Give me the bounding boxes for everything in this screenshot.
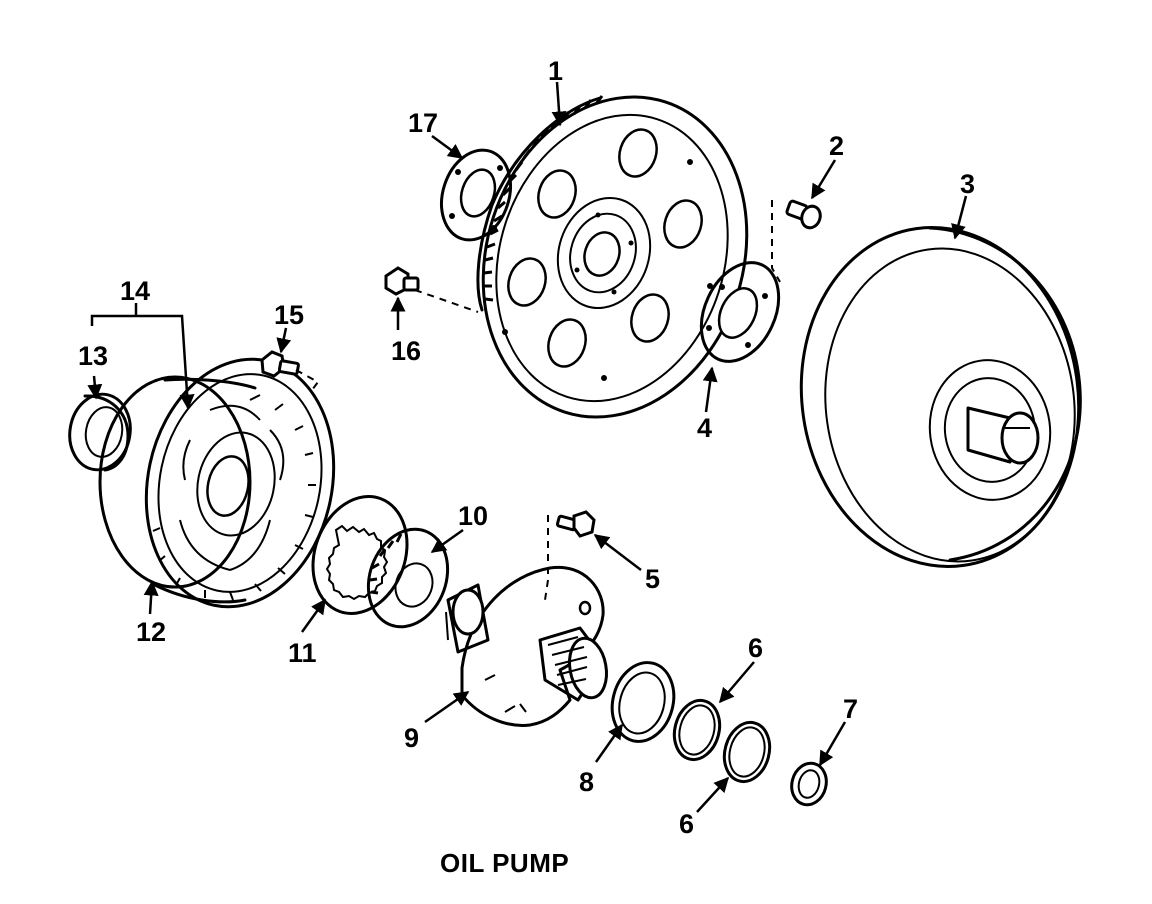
callout-17: 17 [408,108,438,138]
callout-3: 3 [960,169,975,199]
seal-ring-upper [672,698,722,762]
front-seal [68,392,132,472]
alignment-line-2 [771,200,781,283]
alignment-line-16 [414,289,479,313]
backing-plate [440,148,512,242]
cover-bolt [555,510,596,538]
diagram-caption: OIL PUMP [440,848,570,878]
callout-16: 16 [391,336,421,366]
callout-8: 8 [579,767,594,797]
leader-lines [87,81,968,813]
callout-12: 12 [136,617,166,647]
alignment-line-5 [544,515,549,601]
callout-9: 9 [404,723,419,753]
callout-6-upper: 6 [748,633,763,663]
alignment-line-15 [295,369,320,391]
torque-converter [799,226,1082,568]
reinforcing-plate [699,261,781,363]
o-ring [790,761,828,807]
flex-plate-bolt [785,199,822,230]
pump-bolt [260,350,300,378]
callout-14: 14 [120,276,150,306]
callout-5: 5 [645,564,660,594]
seal-ring-lower [722,720,772,784]
flex-plate [476,95,749,419]
drive-plate-bolt [384,266,420,296]
callout-2: 2 [829,131,844,161]
callout-4: 4 [697,413,712,443]
pump-cover [445,565,608,727]
thrust-washer [610,661,676,743]
callout-15: 15 [274,300,304,330]
callout-13: 13 [78,341,108,371]
callout-labels: 1 2 3 4 5 6 6 7 8 9 10 11 12 13 14 15 16… [78,56,975,839]
callout-7: 7 [843,694,858,724]
callout-10: 10 [458,501,488,531]
inner-gear [366,527,450,629]
callout-11: 11 [288,638,317,668]
callout-6-lower: 6 [679,809,694,839]
callout-1: 1 [548,56,563,86]
